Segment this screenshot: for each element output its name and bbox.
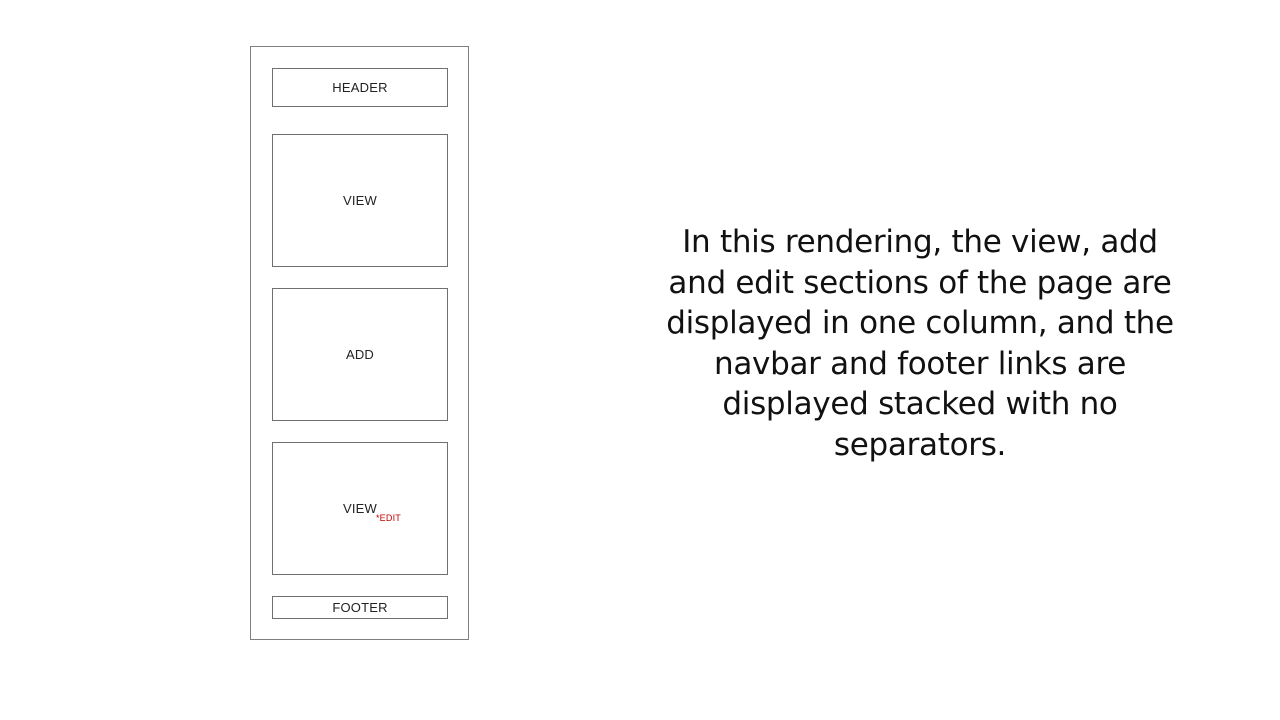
footer-label: FOOTER xyxy=(332,600,388,615)
view-edit-section: VIEW *EDIT xyxy=(272,442,448,575)
mobile-wireframe-frame: HEADER VIEW ADD VIEW *EDIT FOOTER xyxy=(250,46,469,640)
view-edit-label: VIEW xyxy=(342,501,378,516)
edit-note: *EDIT xyxy=(375,513,401,523)
description-caption: In this rendering, the view, add and edi… xyxy=(666,224,1174,463)
view-section: VIEW xyxy=(272,134,448,267)
header-label: HEADER xyxy=(332,80,388,95)
view-label: VIEW xyxy=(342,193,378,208)
add-label: ADD xyxy=(345,347,375,362)
add-section: ADD xyxy=(272,288,448,421)
footer-section: FOOTER xyxy=(272,596,448,619)
view-edit-label-wrap: VIEW *EDIT xyxy=(342,501,401,523)
header-section: HEADER xyxy=(272,68,448,107)
